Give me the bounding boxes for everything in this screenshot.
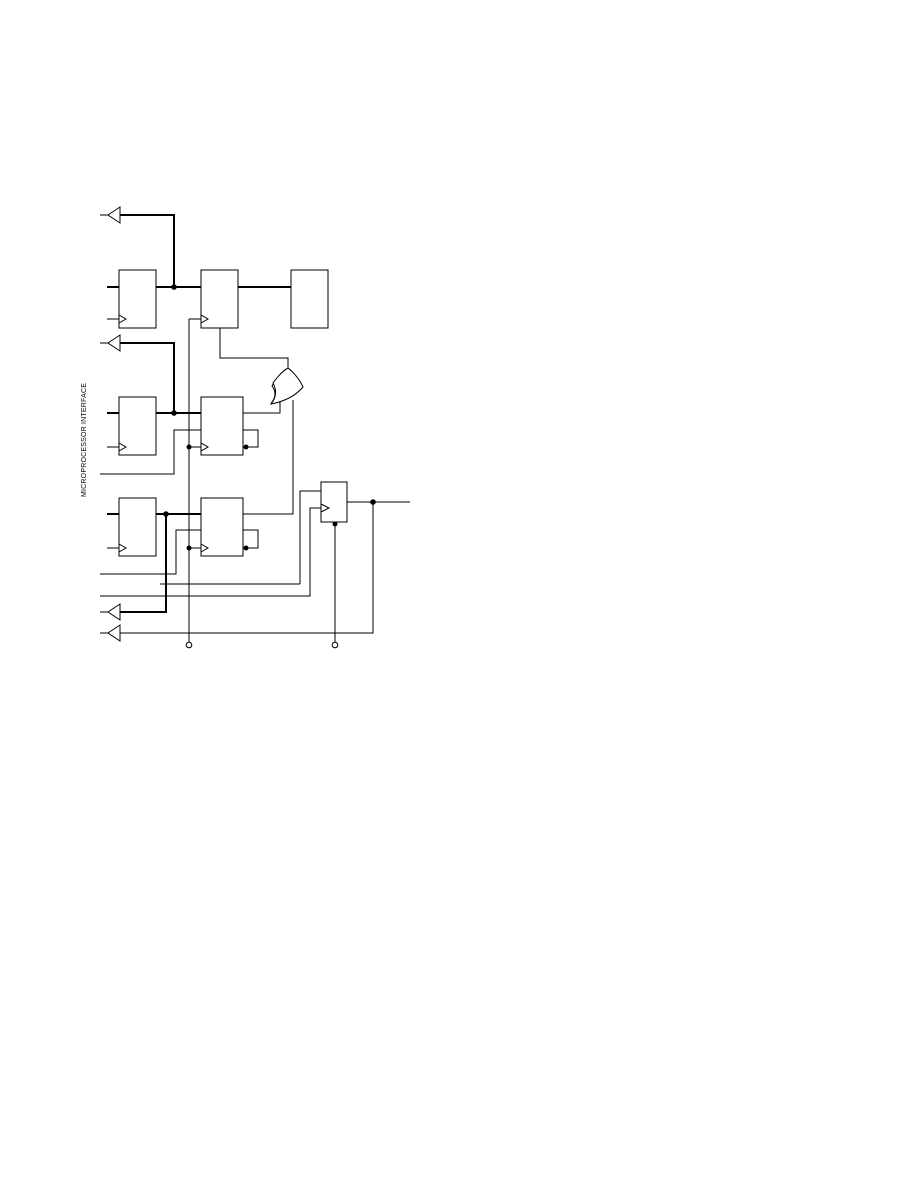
clock-marker <box>118 314 128 324</box>
row-2 <box>100 334 281 475</box>
junction-dot <box>171 284 177 290</box>
feedback-loop-b <box>243 429 259 448</box>
row-1 <box>100 206 329 371</box>
register-c <box>200 497 244 557</box>
row-3 <box>100 497 300 621</box>
register-b <box>200 396 244 456</box>
control-input-4 <box>100 507 321 597</box>
clock-marker <box>320 503 331 513</box>
clock-marker <box>118 543 128 553</box>
clock-marker <box>200 314 210 324</box>
clock-pin <box>185 641 193 649</box>
wire-or-to-reg-c <box>258 400 294 515</box>
output-flip-flop <box>100 481 410 649</box>
output-block <box>290 269 329 329</box>
control-input-1 <box>100 429 201 475</box>
input-register-3 <box>118 497 157 557</box>
junction-dot <box>171 410 177 416</box>
wire-ff-feedback <box>120 502 374 634</box>
output-buffer-1 <box>107 206 121 224</box>
feedback-loop-c <box>243 529 259 549</box>
wire-reg-a-to-or <box>219 328 289 371</box>
input-register-2 <box>118 396 157 456</box>
junction-dot <box>332 521 338 527</box>
output-buffer-4 <box>107 624 121 642</box>
clock-marker <box>118 442 128 452</box>
junction-dot <box>243 444 249 450</box>
bus-2-out <box>120 342 175 413</box>
flip-flop-block <box>320 481 348 523</box>
reset-pin <box>331 641 339 649</box>
clock-marker <box>200 543 210 553</box>
bus-3-out <box>120 514 167 613</box>
clock-line <box>185 319 193 649</box>
output-buffer-2 <box>107 334 121 352</box>
or-gate <box>258 367 304 515</box>
output-buffer-3 <box>107 603 121 621</box>
input-register-1 <box>118 269 157 329</box>
junction-dot <box>243 545 249 551</box>
clock-marker <box>200 442 210 452</box>
bus-1-out <box>120 214 175 287</box>
